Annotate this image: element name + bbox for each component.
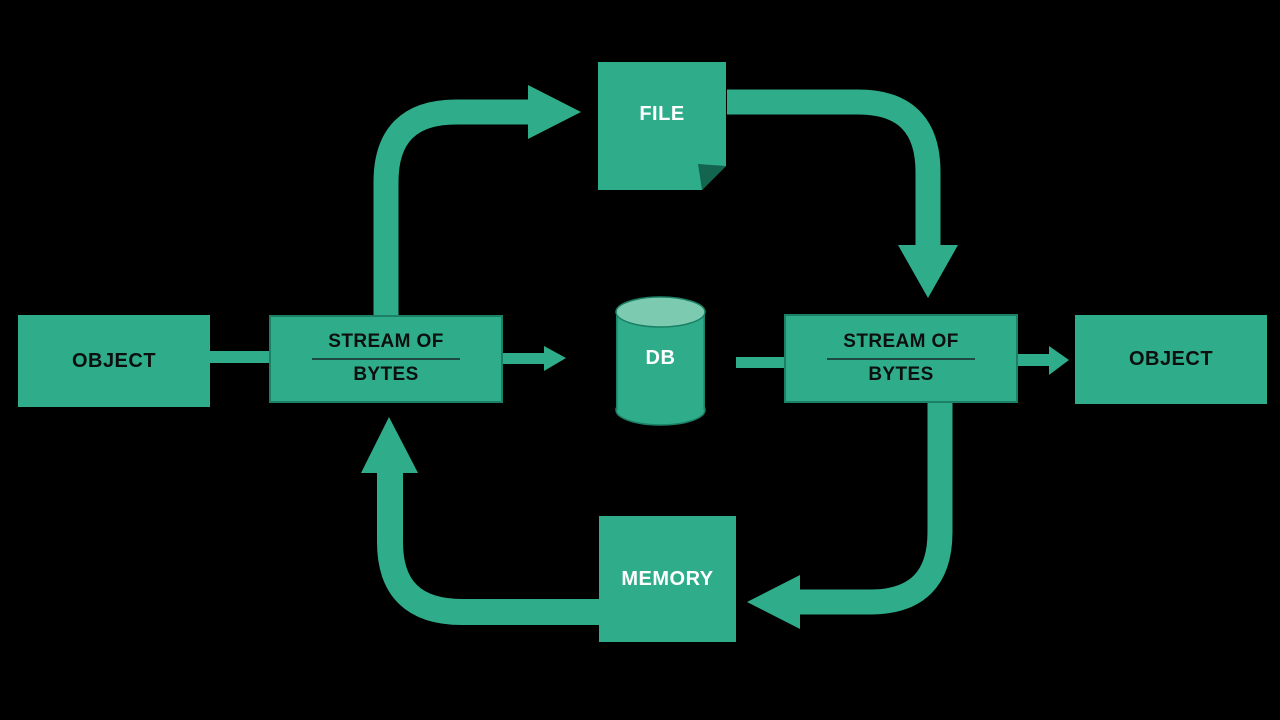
- arrow-stream-left-to-db-icon: [501, 346, 566, 371]
- arrow-stream-right-to-object-icon: [1016, 346, 1069, 375]
- stream-right-label-line2: BYTES: [868, 363, 934, 385]
- db-label: DB: [645, 346, 676, 369]
- arrow-memory-to-stream-left-icon: [361, 417, 600, 625]
- arrow-file-to-stream-right-icon: [727, 89, 958, 298]
- stream-left-divider: [312, 358, 460, 360]
- node-stream-of-bytes-right: STREAM OF BYTES: [784, 314, 1018, 403]
- stream-right-label-line1: STREAM OF: [843, 330, 959, 352]
- arrow-stream-right-to-memory-icon: [747, 402, 953, 629]
- object-right-label: OBJECT: [1128, 348, 1214, 370]
- stream-left-label-line2: BYTES: [353, 364, 419, 385]
- stream-left-label-line1: STREAM OF: [328, 331, 444, 353]
- arrow-stream-left-to-file-icon: [373, 85, 581, 316]
- memory-label: MEMORY: [621, 567, 714, 590]
- connector-object-to-stream-left: [208, 351, 274, 363]
- node-db: DB: [616, 308, 705, 408]
- node-memory: MEMORY: [599, 516, 736, 642]
- database-cylinder-icon: [615, 296, 706, 426]
- connector-db-to-stream-right: [736, 357, 788, 368]
- node-file: FILE: [598, 62, 726, 166]
- stream-right-divider: [827, 357, 975, 360]
- file-label: FILE: [639, 102, 685, 125]
- file-note-shape: [598, 62, 726, 190]
- object-left-label: OBJECT: [71, 349, 157, 372]
- node-stream-of-bytes-left: STREAM OF BYTES: [269, 315, 503, 403]
- node-object-right: OBJECT: [1075, 315, 1267, 404]
- node-object-left: OBJECT: [18, 315, 210, 407]
